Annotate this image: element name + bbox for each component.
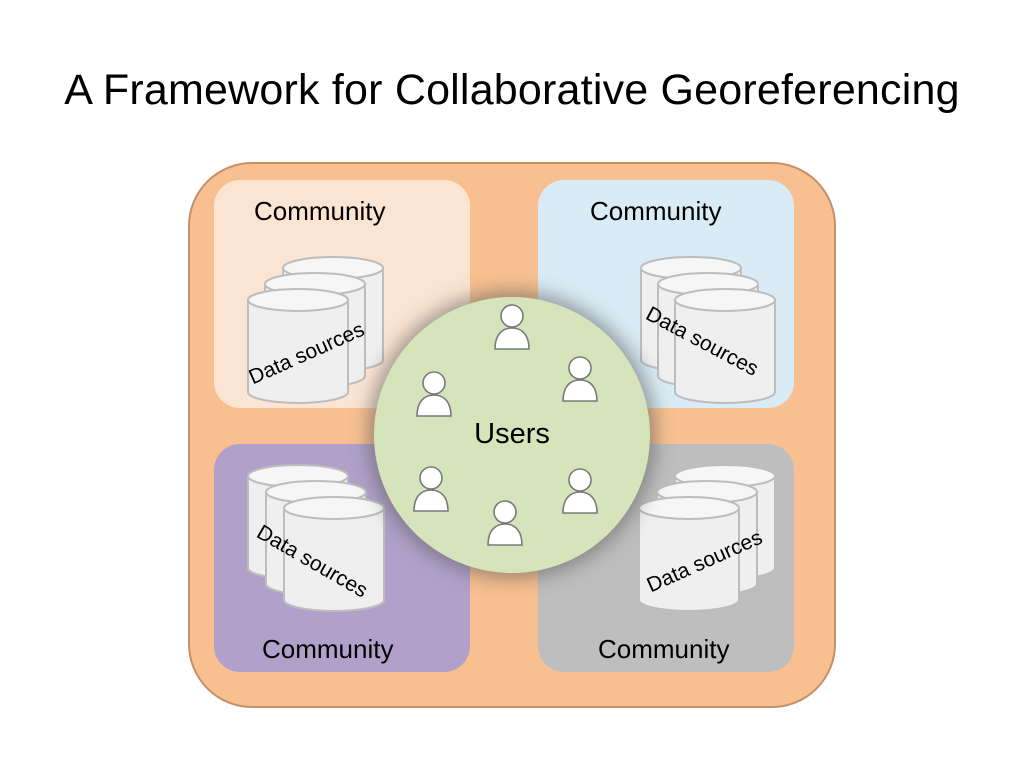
community-label-top-left: Community [254, 196, 386, 226]
person-icon [415, 369, 453, 417]
person-icon [486, 498, 524, 546]
person-icon [412, 464, 450, 512]
page-title: A Framework for Collaborative Georeferen… [64, 66, 960, 114]
database-icon [674, 288, 776, 404]
database-icon [283, 496, 385, 612]
community-label-bottom-left: Community [262, 634, 394, 664]
person-icon [561, 354, 599, 402]
database-icon [638, 496, 740, 612]
users-label: Users [474, 418, 550, 450]
person-icon [561, 466, 599, 514]
person-icon [493, 302, 531, 350]
database-icon [247, 288, 349, 404]
community-label-bottom-right: Community [598, 634, 730, 664]
community-label-top-right: Community [590, 196, 722, 226]
